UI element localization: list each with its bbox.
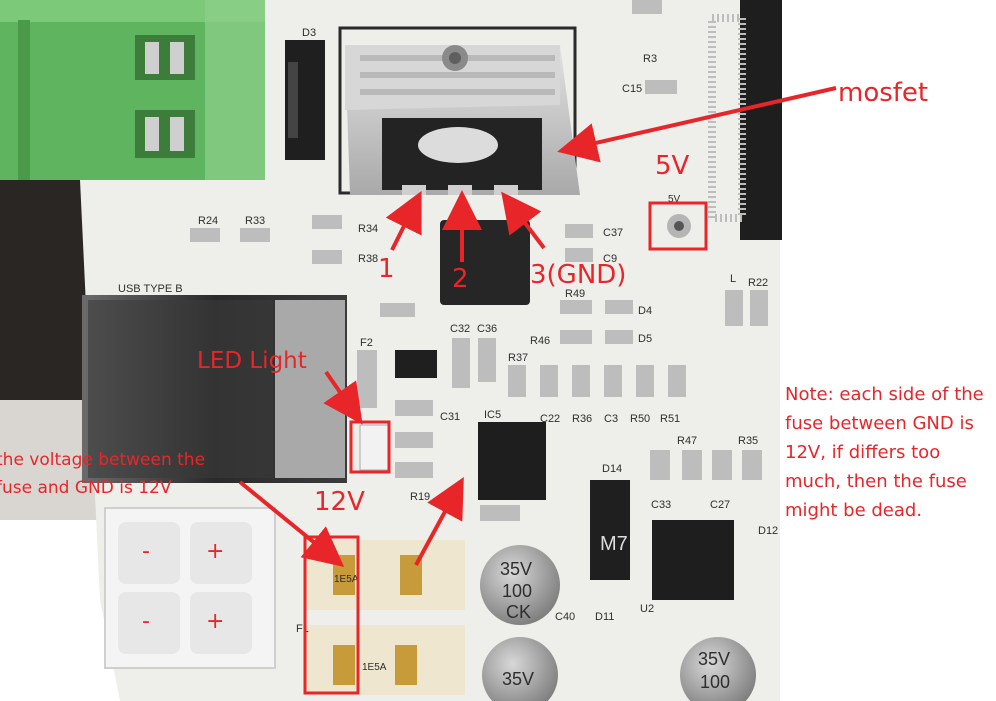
arrow-pin1 [385, 190, 422, 251]
silk-u2: U2 [640, 603, 654, 615]
label-pin-1: 1 [378, 254, 395, 284]
arrow-fuse-left [238, 480, 345, 568]
silk-f1: F1 [296, 623, 309, 635]
silk-r22: R22 [748, 277, 768, 289]
silk-r33: R33 [245, 215, 265, 227]
diode-m7 [590, 480, 630, 580]
silk-d5: D5 [638, 333, 652, 345]
silk-c40: C40 [555, 611, 575, 623]
silk-r51: R51 [660, 413, 680, 425]
led-component [359, 424, 389, 471]
silk-l: L [730, 273, 736, 285]
box-5v-pad [648, 201, 708, 251]
arrow-mosfet [557, 86, 837, 163]
silk-r50: R50 [630, 413, 650, 425]
capacitor-lower [482, 637, 558, 701]
cap-right-voltage: 35V [698, 649, 730, 669]
silk-f2: F2 [360, 337, 373, 349]
main-microcontroller [708, 0, 782, 240]
label-led-light: LED Light [197, 348, 307, 374]
silk-d3: D3 [302, 27, 316, 39]
silk-r37: R37 [508, 352, 528, 364]
capacitor-upper [480, 545, 560, 625]
usb-connector [82, 295, 347, 483]
box-led [349, 420, 391, 474]
label-pin-3-gnd: 3(GND) [530, 260, 627, 290]
cap-right-value: 100 [700, 672, 730, 692]
power-connector [104, 507, 276, 669]
silk-r47: R47 [677, 435, 697, 447]
annotation-arrows [238, 86, 837, 568]
label-fuse-note: Note: each side of the fuse between GND … [785, 384, 984, 521]
terminal-block [0, 0, 265, 180]
mosfet-body [382, 118, 542, 195]
u2-chip [652, 520, 734, 600]
silk-fuse-code-f2: 1E5A [334, 574, 359, 585]
label-pin-2: 2 [452, 264, 469, 294]
silk-c37: C37 [603, 227, 623, 239]
silk-d14: D14 [602, 463, 622, 475]
silk-c31: C31 [440, 411, 460, 423]
connector-minus-bottom: - [142, 609, 150, 634]
arrow-fuse-right [414, 476, 464, 566]
label-voltage-note: the voltage between the fuse and GND is … [0, 450, 206, 498]
silk-r38: R38 [358, 253, 378, 265]
cap-upper-value: 100 [502, 581, 532, 601]
silk-ic5: IC5 [484, 409, 501, 421]
arrow-pin3 [501, 191, 546, 250]
connector-plus-bottom: + [206, 609, 224, 634]
diode-marking: M7 [600, 533, 628, 555]
connector-minus-top: - [142, 539, 150, 564]
silk-d12: D12 [758, 525, 778, 537]
silk-r34: R34 [358, 223, 378, 235]
silk-r35: R35 [738, 435, 758, 447]
silk-c32: C32 [450, 323, 470, 335]
silk-c33: C33 [651, 499, 671, 511]
smd-passives [190, 0, 768, 521]
silk-d11: D11 [595, 611, 614, 623]
fuse-f2 [305, 540, 465, 610]
cap-lower-voltage: 35V [502, 669, 534, 689]
cap-upper-voltage: 35V [500, 559, 532, 579]
sot-transistor [395, 350, 437, 378]
silk-usb-type-b: USB TYPE B [118, 283, 183, 295]
silk-c9: C9 [603, 253, 617, 265]
silk-fuse-code-f1: 1E5A [362, 662, 387, 673]
silk-r46: R46 [530, 335, 550, 347]
silk-c36: C36 [477, 323, 497, 335]
capacitor-right [680, 637, 756, 701]
silk-r3: R3 [643, 53, 657, 65]
label-5v: 5V [655, 151, 690, 181]
silk-c22: C22 [540, 413, 560, 425]
test-pad-5v [667, 214, 691, 238]
ic5-chip [478, 422, 546, 500]
silk-5v-pad: 5V [668, 194, 681, 205]
silk-c15: C15 [622, 83, 642, 95]
silk-r49: R49 [565, 288, 585, 300]
cap-upper-code: CK [506, 602, 531, 622]
label-12v: 12V [314, 487, 365, 517]
silk-r24: R24 [198, 215, 218, 227]
fuse-f1 [305, 625, 465, 695]
connector-plus-top: + [206, 539, 224, 564]
silk-d4: D4 [638, 305, 652, 317]
silk-r19: R19 [410, 491, 430, 503]
silk-c27: C27 [710, 499, 730, 511]
label-mosfet: mosfet [838, 78, 929, 108]
arrow-led [323, 370, 363, 425]
silk-c3: C3 [604, 413, 618, 425]
silk-r36: R36 [572, 413, 592, 425]
